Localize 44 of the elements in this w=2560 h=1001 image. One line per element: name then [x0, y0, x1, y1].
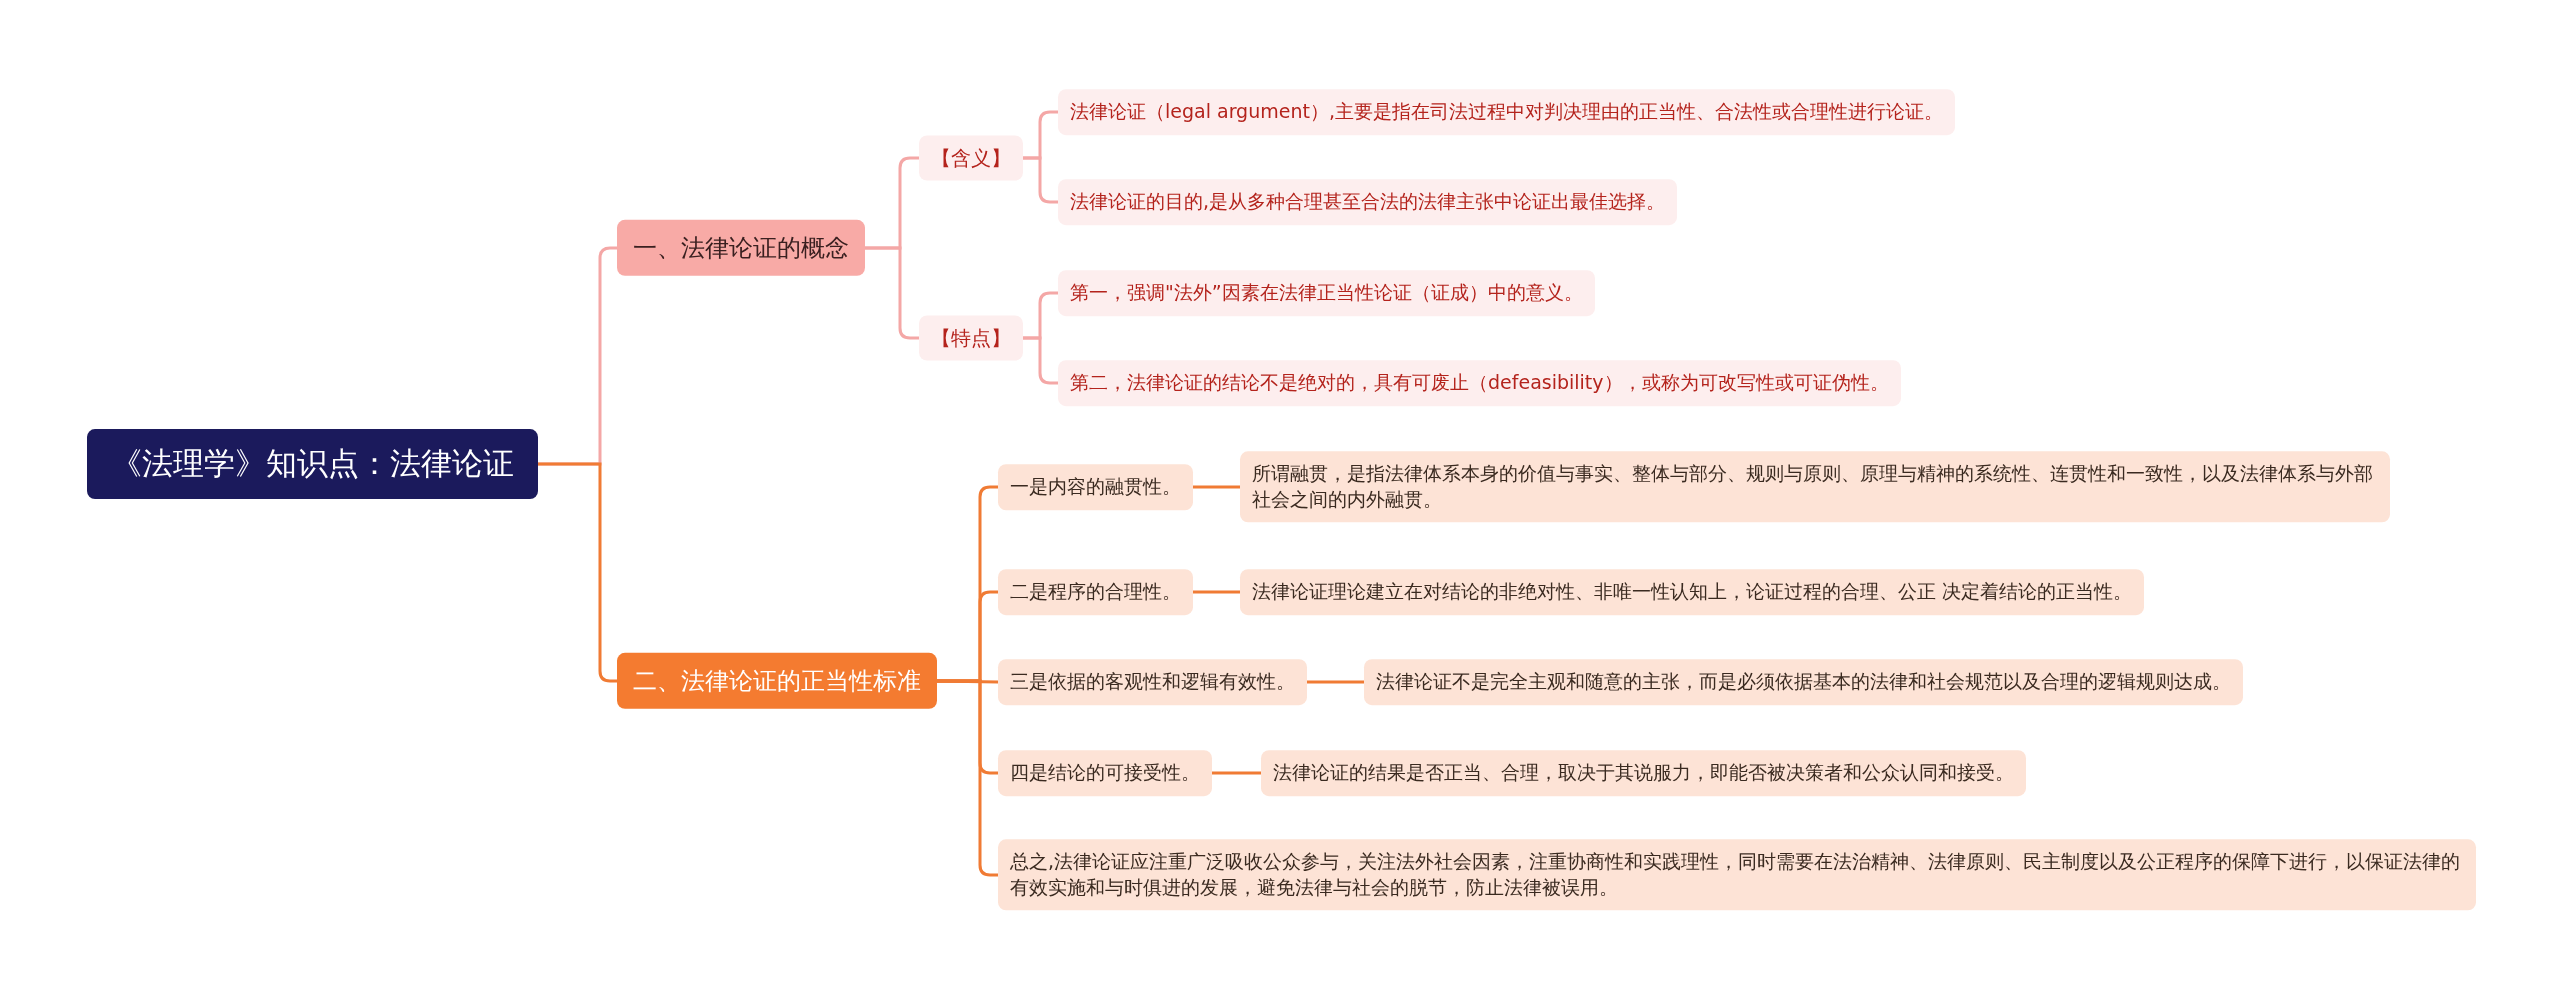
tag-text: 【特点】 [931, 324, 1011, 352]
note-card [998, 659, 1307, 705]
subtopic-tag [919, 315, 1023, 361]
note-card [1058, 270, 1595, 316]
note-text: 法律论证的结果是否正当、合理，取决于其说服力，即能否被决策者和公众认同和接受。 [1273, 760, 2014, 786]
connector-line [1212, 771, 1261, 775]
connector-line [1023, 336, 1058, 385]
branch-topic [617, 219, 865, 277]
connector-line [1307, 680, 1364, 684]
note-card [1058, 89, 1955, 135]
branch-text: 一、法律论证的概念 [633, 232, 849, 264]
note-text: 法律论证不是完全主观和随意的主张，而是必须依据基本的法律和社会规范以及合理的逻辑规则达成。 [1376, 669, 2231, 695]
note-text: 总之,法律论证应注重广泛吸收公众参与，关注法外社会因素，注重协商性和实践理性，同时需要在法治精神、法律原则、民主制度以及公正程序的保障下进行，以保证法律的有效实施和与时俱进的发展，避免法律与社会的脱节，防止法律被误用。 [1010, 849, 2462, 900]
branch-topic [617, 652, 937, 710]
note-text: 法律论证的目的,是从多种合理甚至合法的法律主张中论证出最佳选择。 [1070, 189, 1666, 215]
connector-line [937, 679, 998, 877]
tag-text: 【含义】 [931, 144, 1011, 172]
branch-text: 二、法律论证的正当性标准 [633, 665, 921, 697]
connector-line [865, 246, 919, 340]
note-card [1240, 569, 2145, 615]
note-text: 三是依据的客观性和逻辑有效性。 [1010, 669, 1295, 695]
note-text: 第一，强调"法外”因素在法律正当性论证（证成）中的意义。 [1070, 280, 1583, 306]
note-card [1058, 179, 1678, 225]
connector-line [1193, 485, 1240, 489]
note-card [1261, 750, 2026, 796]
note-text: 法律论证理论建立在对结论的非绝对性、非唯一性认知上，论证过程的合理、公正 决定着结论的正当性。 [1252, 579, 2133, 605]
root-topic [87, 429, 538, 499]
note-text: 二是程序的合理性。 [1010, 579, 1181, 605]
note-card [998, 750, 1212, 796]
note-text: 四是结论的可接受性。 [1010, 760, 1200, 786]
note-card [998, 839, 2476, 911]
note-card [998, 569, 1193, 615]
note-card [1364, 659, 2243, 705]
note-text: 一是内容的融贯性。 [1010, 474, 1181, 500]
note-card [1240, 451, 2390, 523]
subtopic-tag [919, 135, 1023, 181]
note-text: 第二，法律论证的结论不是绝对的，具有可废止（defeasibility），或称为可改写性或可证伪性。 [1070, 370, 1889, 396]
note-card [998, 464, 1193, 510]
connector-line [1193, 590, 1240, 594]
note-text: 法律论证（legal argument）,主要是指在司法过程中对判决理由的正当性、合法性或合理性进行论证。 [1070, 99, 1943, 125]
connector-line [1023, 156, 1058, 204]
root-title: 《法理学》知识点：法律论证 [111, 444, 514, 484]
note-text: 所谓融贯，是指法律体系本身的价值与事实、整体与部分、规则与原则、原理与精神的系统性、连贯性和一致性，以及法律体系与外部社会之间的内外融贯。 [1252, 461, 2374, 512]
note-card [1058, 360, 1901, 406]
